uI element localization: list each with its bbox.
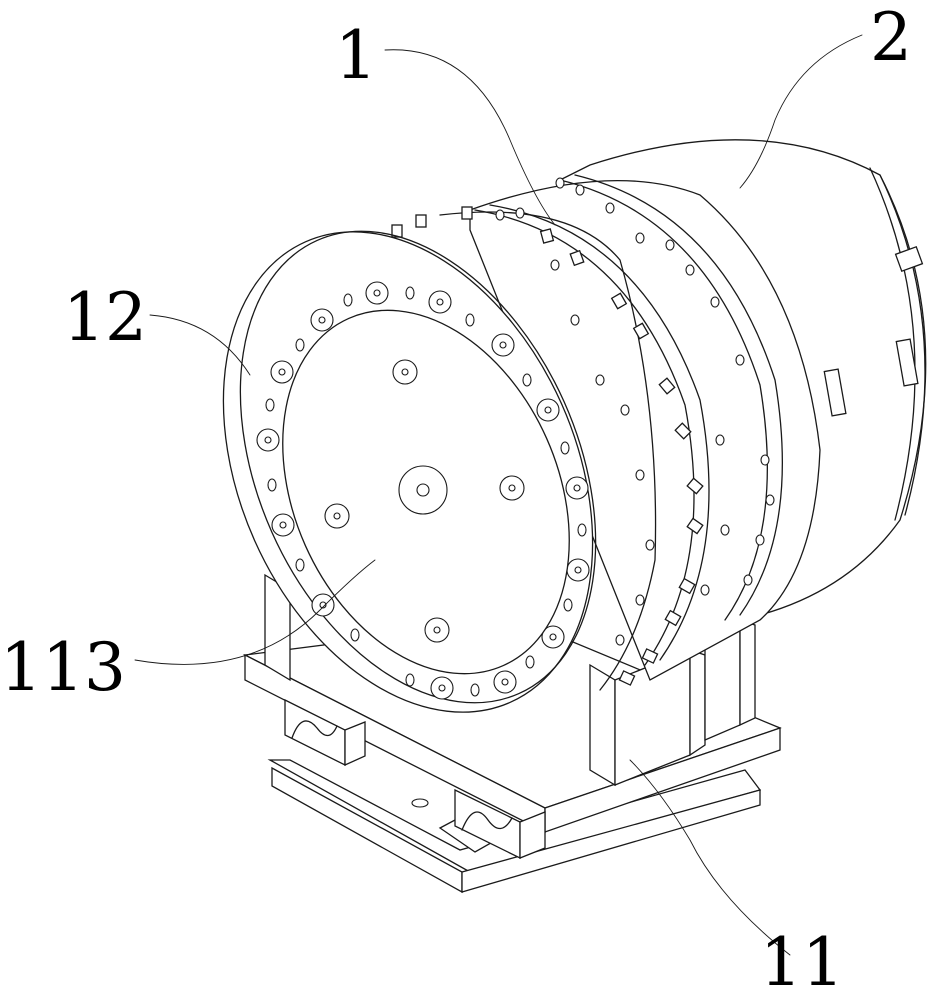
leader-113 [134, 559, 376, 665]
end-face-holes [324, 359, 525, 643]
ring-holes [495, 177, 775, 646]
leader-12 [149, 314, 251, 376]
callout-1: 1 [335, 17, 377, 94]
callout-113: 113 [0, 629, 126, 706]
bolt-heads [391, 206, 704, 686]
base-frame [242, 573, 782, 894]
leader-2 [739, 34, 863, 189]
ring-segments [391, 174, 821, 691]
wedge-block-right [454, 788, 546, 860]
leader-lines [134, 34, 863, 956]
wedge-block-left [284, 698, 366, 767]
callout-11: 11 [760, 924, 844, 1000]
callout-12: 12 [63, 279, 147, 356]
callout-2: 2 [870, 0, 912, 76]
leader-1 [384, 49, 556, 226]
leader-11 [629, 759, 791, 956]
flange-bolt-pads [256, 281, 590, 700]
front-flange [222, 230, 597, 713]
flange-small-holes [265, 286, 587, 697]
